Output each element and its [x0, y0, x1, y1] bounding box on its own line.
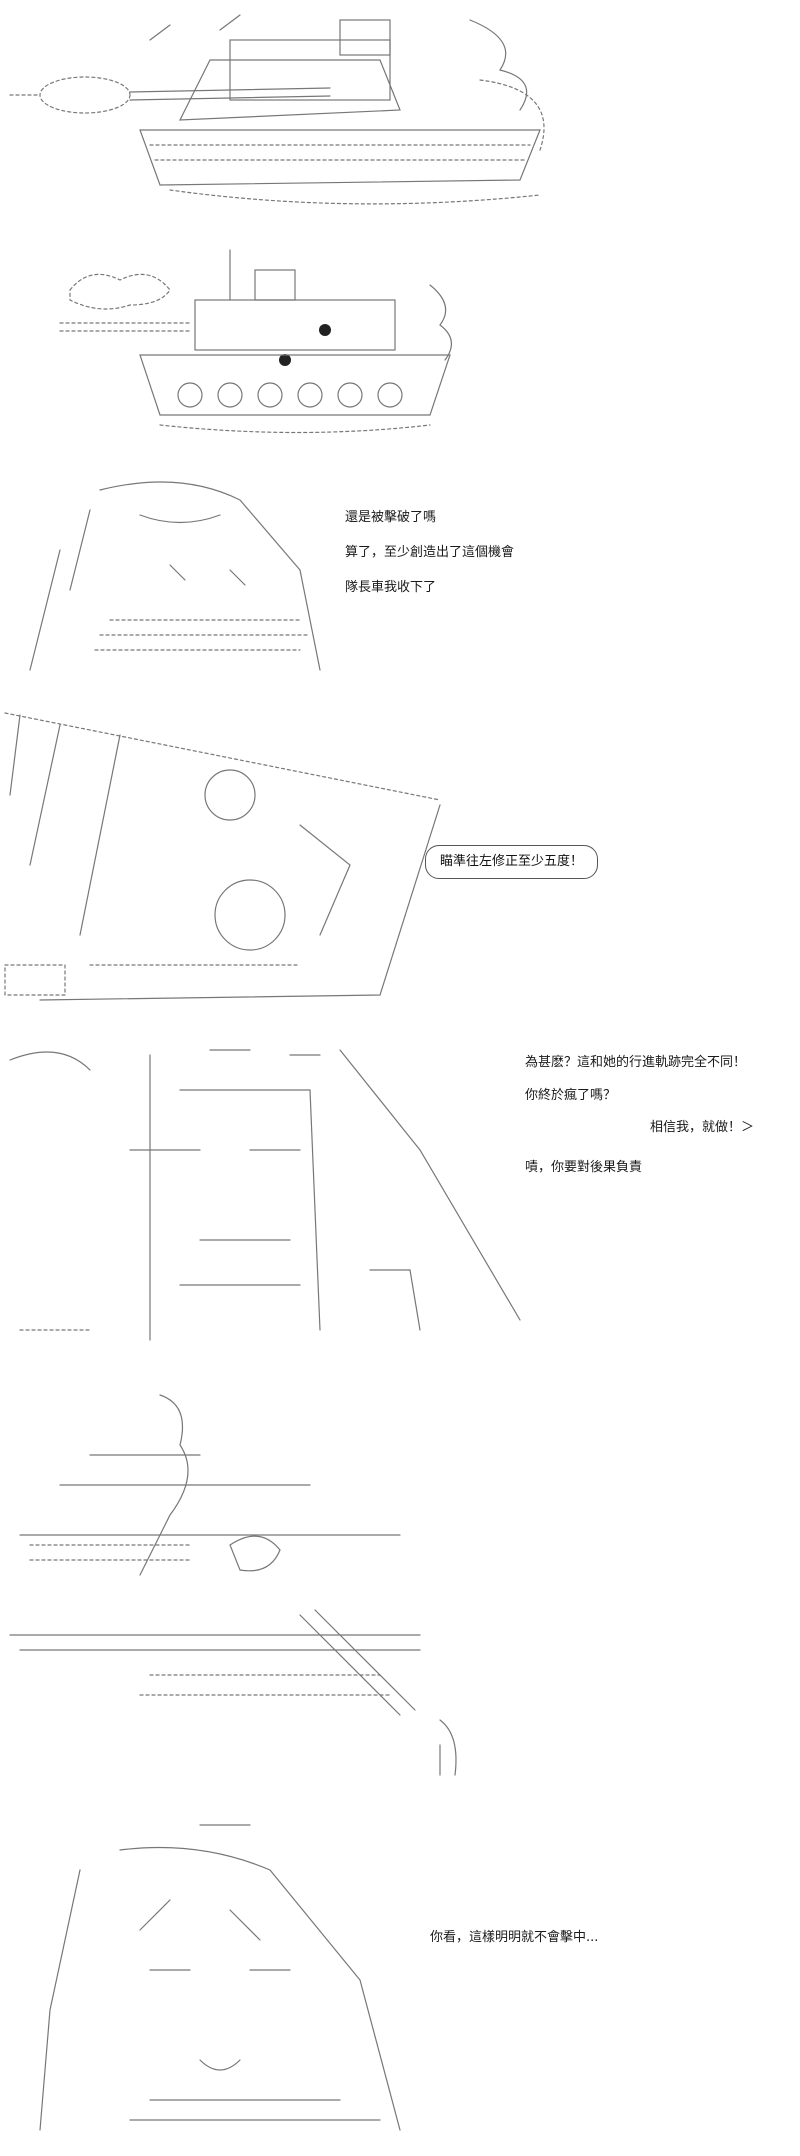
- panel-4-aiming-scene: 瞄準往左修正至少五度！: [0, 705, 800, 1005]
- dialogue-line-7: 嘖，你要對後果負責: [525, 1160, 643, 1175]
- dialogue-line-2: 算了，至少創造出了這個機會: [345, 545, 515, 560]
- dialogue-line-4: 為甚麽？這和她的行進軌跡完全不同！: [525, 1055, 747, 1070]
- gun-barrel-illustration: [9, 1394, 457, 1776]
- character-portrait-2: [9, 1049, 521, 1341]
- dialogue-line-8: 你看，這樣明明就不會擊中...: [430, 1930, 599, 1945]
- tank-firing-illustration: [9, 14, 545, 205]
- panel-7-final-character: 你看，這樣明明就不會擊中...: [0, 1810, 800, 2150]
- aiming-illustration: [4, 712, 441, 1001]
- dialogue-line-6: 相信我，就做！＞: [650, 1120, 755, 1135]
- panel-1-tank-firing: [0, 0, 800, 235]
- character-portrait-3: [39, 1824, 401, 2131]
- dialogue-line-5: 你終於瘋了嗎？: [525, 1088, 617, 1103]
- speech-bubble-aim: 瞄準往左修正至少五度！: [425, 845, 599, 879]
- panel-2-destroyed-tank: [0, 245, 800, 455]
- panel-5-argument-scene: 為甚麽？這和她的行進軌跡完全不同！ 你終於瘋了嗎？ 相信我，就做！＞ 嘖，你要對…: [0, 1030, 800, 1350]
- destroyed-tank-illustration: [59, 249, 452, 434]
- dialogue-line-1: 還是被擊破了嗎: [345, 510, 437, 525]
- dialogue-line-3: 隊長車我收下了: [345, 580, 437, 595]
- character-portrait-1: [29, 481, 321, 671]
- panel-3-character-monologue: 還是被擊破了嗎 算了，至少創造出了這個機會 隊長車我收下了: [0, 470, 800, 680]
- panel-6-gun-barrel: [0, 1375, 800, 1785]
